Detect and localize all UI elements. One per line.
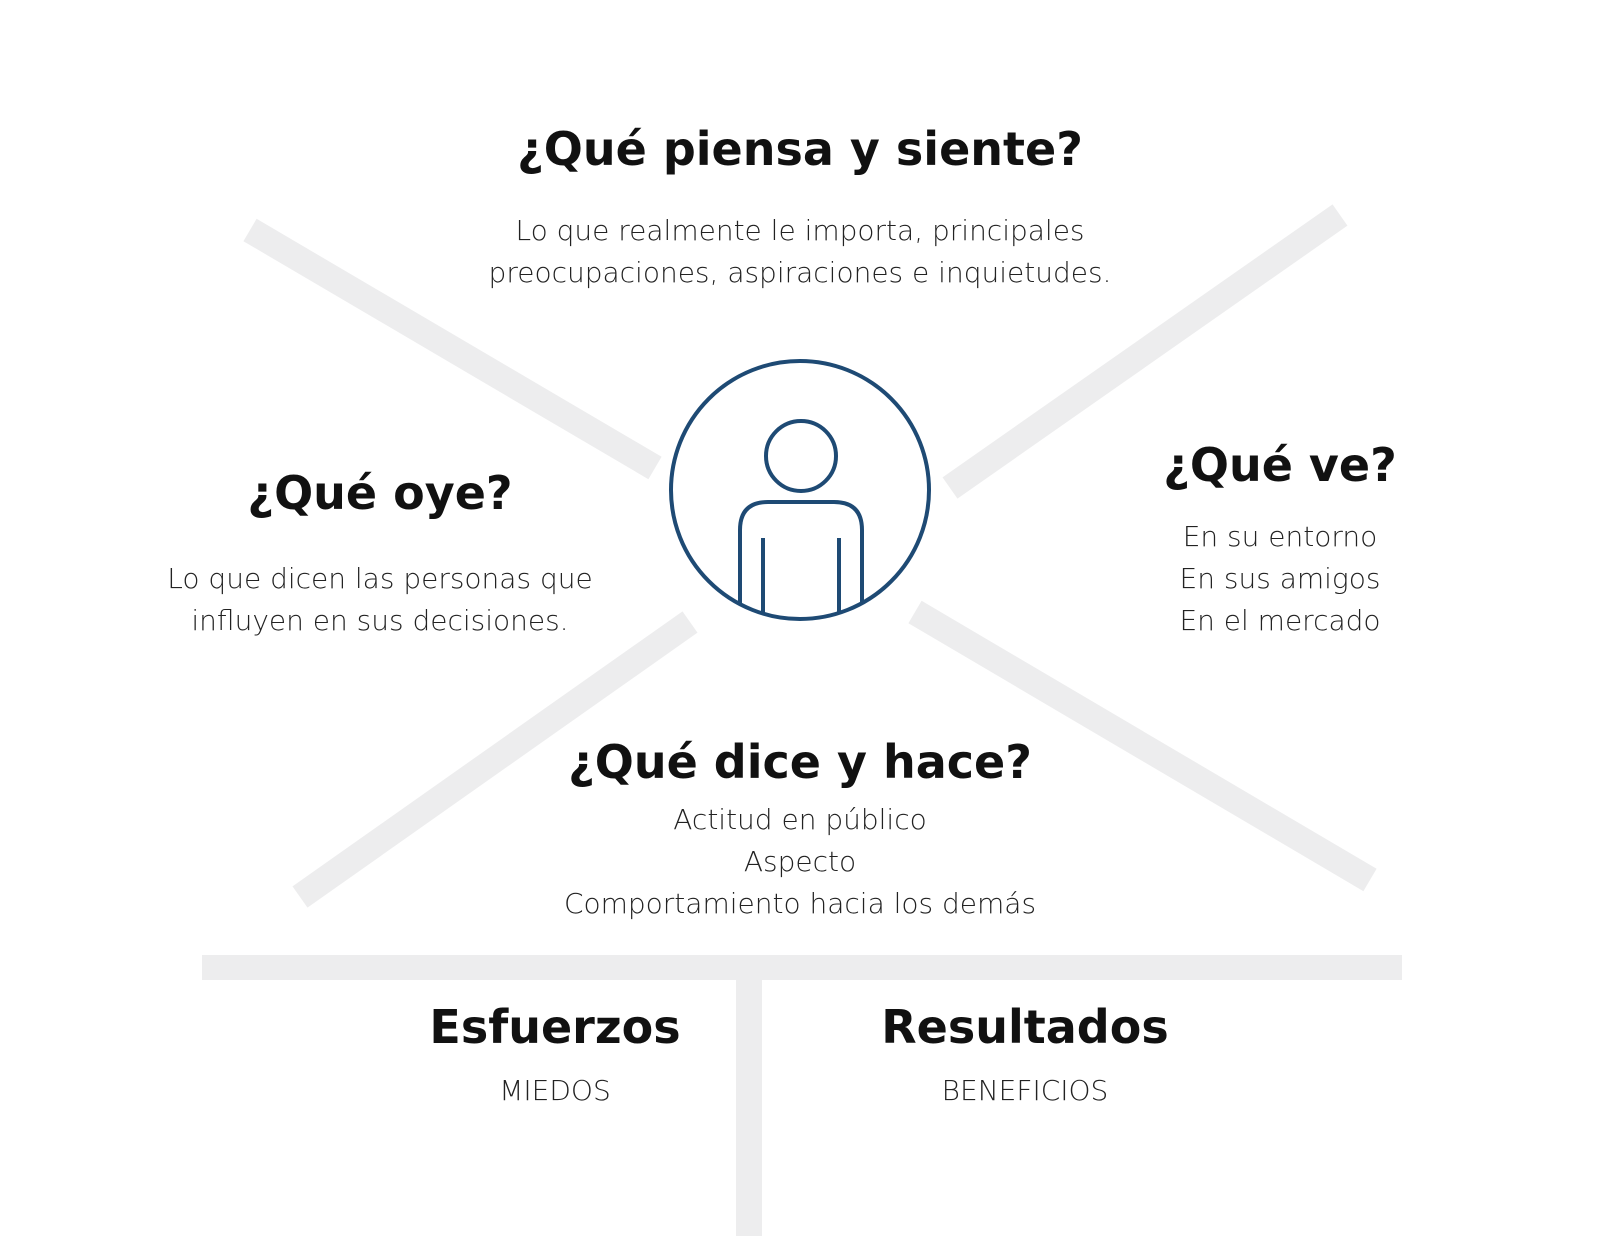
say-do-title: ¿Qué dice y hace? bbox=[568, 735, 1032, 789]
see-title: ¿Qué ve? bbox=[1163, 438, 1397, 492]
see-description: En su entorno En sus amigos En el mercad… bbox=[1130, 516, 1430, 642]
say-do-line: Comportamiento hacia los demás bbox=[563, 887, 1037, 920]
say-do-line: Actitud en público bbox=[673, 803, 927, 836]
person-body bbox=[738, 500, 864, 618]
divider-lower-left bbox=[292, 611, 698, 908]
hear-description: Lo que dicen las personas que influyen e… bbox=[130, 558, 630, 642]
person-head bbox=[764, 419, 838, 493]
see-line: En sus amigos bbox=[1179, 562, 1381, 595]
efforts-title: Esfuerzos bbox=[429, 1000, 681, 1054]
hear-title: ¿Qué oye? bbox=[247, 466, 513, 520]
efforts-subtitle: MIEDOS bbox=[499, 1074, 611, 1107]
divider-upper-right bbox=[942, 204, 1348, 499]
results-subtitle: BENEFICIOS bbox=[941, 1074, 1109, 1107]
think-feel-line: preocupaciones, aspiraciones e inquietud… bbox=[488, 256, 1112, 289]
say-do-line: Aspecto bbox=[743, 845, 857, 878]
see-line: En su entorno bbox=[1182, 520, 1378, 553]
divider-horizontal bbox=[202, 955, 1402, 980]
say-do-description: Actitud en público Aspecto Comportamient… bbox=[500, 799, 1100, 925]
person-icon bbox=[669, 359, 931, 621]
think-feel-title: ¿Qué piensa y siente? bbox=[517, 122, 1083, 176]
divider-upper-left bbox=[243, 218, 662, 480]
see-line: En el mercado bbox=[1179, 604, 1381, 637]
results-title: Resultados bbox=[881, 1000, 1169, 1054]
divider-vertical bbox=[736, 980, 762, 1236]
hear-line: Lo que dicen las personas que bbox=[167, 562, 593, 595]
think-feel-line: Lo que realmente le importa, principales bbox=[515, 214, 1085, 247]
think-feel-description: Lo que realmente le importa, principales… bbox=[440, 210, 1160, 294]
divider-lower-right bbox=[908, 600, 1377, 892]
hear-line: influyen en sus decisiones. bbox=[191, 604, 569, 637]
